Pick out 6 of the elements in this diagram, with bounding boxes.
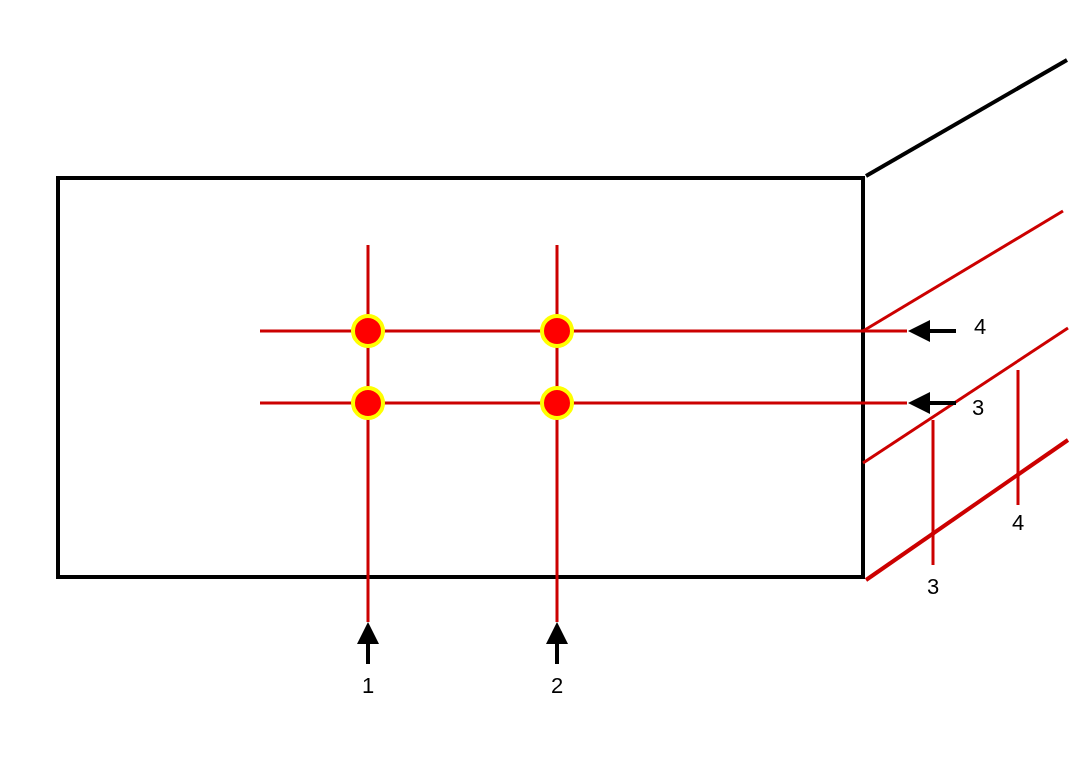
callout-number: 4 <box>1011 512 1025 534</box>
callout-number: 4 <box>973 316 987 338</box>
callout-number: 2 <box>550 675 564 697</box>
callout-number: 3 <box>926 576 940 598</box>
callout-number: 3 <box>971 397 985 419</box>
callout-number: 1 <box>361 675 375 697</box>
